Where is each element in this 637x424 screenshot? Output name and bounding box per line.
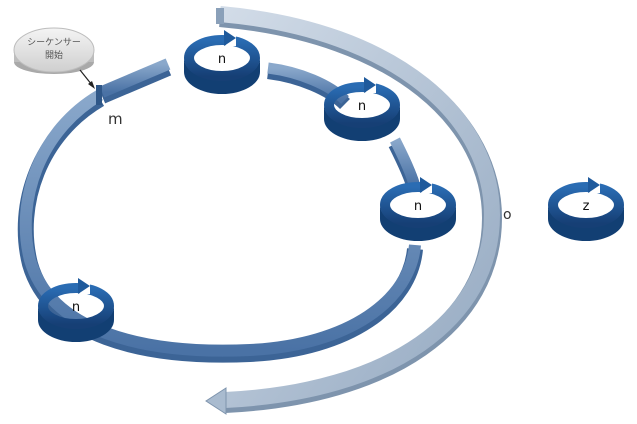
loop-arrow-icon bbox=[224, 30, 236, 46]
label-m: m bbox=[108, 110, 123, 128]
loop-3: n bbox=[380, 177, 456, 241]
outer-band bbox=[205, 6, 503, 415]
loop-side bbox=[184, 58, 260, 94]
loop-4: n bbox=[38, 278, 114, 342]
loop-side bbox=[324, 105, 400, 141]
loop-label: n bbox=[358, 99, 366, 114]
loop-arrow-icon bbox=[78, 278, 90, 294]
loop-side bbox=[548, 205, 624, 241]
loop-ring bbox=[548, 182, 624, 228]
loop-label: n bbox=[414, 199, 422, 214]
loop-label: n bbox=[218, 52, 226, 67]
start-disc-line1: シーケンサー bbox=[27, 37, 81, 48]
loop-ring bbox=[380, 182, 456, 228]
ring-start-marker bbox=[96, 85, 102, 105]
loop-side bbox=[38, 306, 114, 342]
loop-ring bbox=[324, 82, 400, 128]
loop-1: n bbox=[184, 30, 260, 94]
start-disc-line2: 開始 bbox=[45, 49, 63, 61]
loop-group: n n n n z bbox=[38, 30, 624, 342]
start-disc: シーケンサー 開始 bbox=[13, 27, 95, 89]
loop-arrow-icon bbox=[364, 77, 376, 93]
loop-label: n bbox=[72, 300, 80, 315]
loop-side bbox=[380, 205, 456, 241]
loop-2: n bbox=[324, 77, 400, 141]
loop-ring bbox=[184, 35, 260, 81]
loop-arrow-icon bbox=[588, 177, 600, 193]
start-pointer-arrow-icon bbox=[88, 81, 95, 89]
loop-5: z bbox=[548, 177, 624, 241]
loop-arrow-icon bbox=[420, 177, 432, 193]
inner-ring bbox=[17, 58, 423, 363]
loop-ring bbox=[38, 283, 114, 329]
label-o: o bbox=[503, 207, 512, 223]
loop-label: z bbox=[583, 199, 590, 214]
outer-band-start-tab bbox=[216, 8, 224, 24]
outer-band-arrow-icon bbox=[205, 387, 227, 415]
